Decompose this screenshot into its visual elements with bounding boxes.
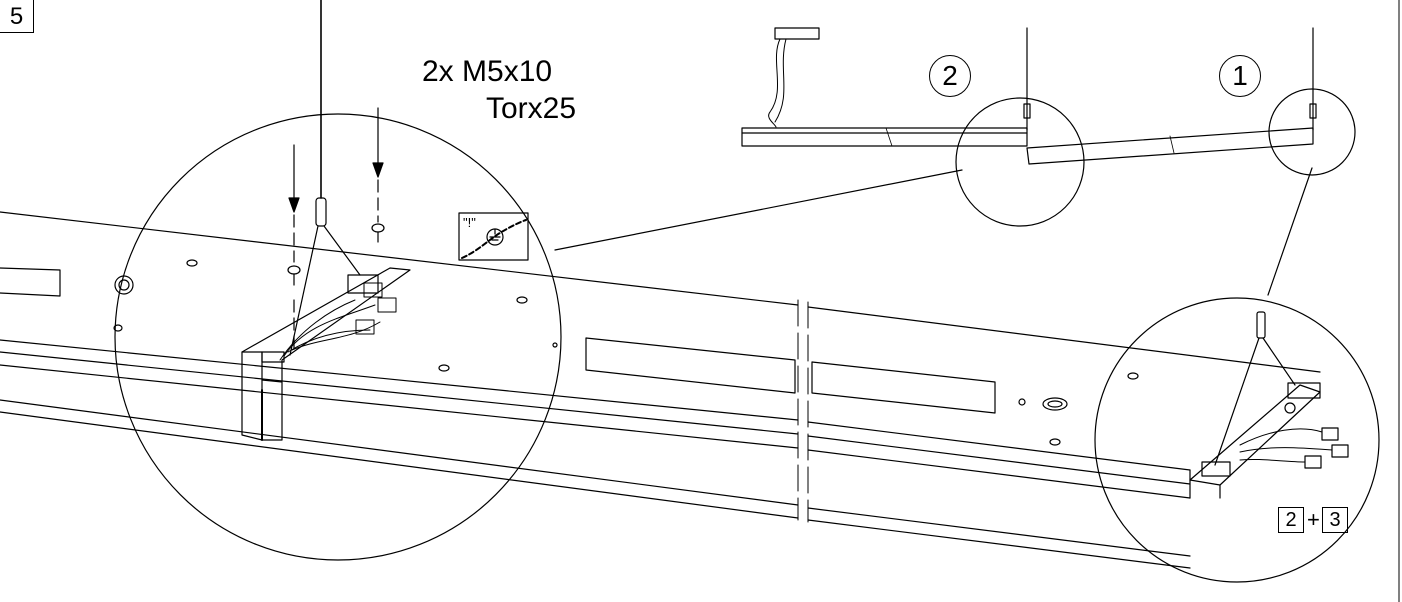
screws bbox=[287, 107, 385, 353]
ground-warning bbox=[458, 212, 529, 261]
top-cutouts bbox=[0, 267, 996, 414]
detail-circle-left bbox=[114, 113, 562, 561]
wiring bbox=[279, 282, 397, 361]
end-cap-detail bbox=[1127, 311, 1349, 499]
step-number: 5 bbox=[0, 0, 34, 33]
reference-box-3: 3 bbox=[1322, 507, 1348, 533]
detail-circle-right bbox=[1094, 297, 1380, 583]
leader-line-2 bbox=[554, 169, 963, 251]
mounting-holes bbox=[113, 259, 1068, 446]
warning-symbol-text: "!" bbox=[463, 215, 476, 230]
suspension-cable bbox=[289, 0, 361, 356]
callout-1: 1 bbox=[1219, 55, 1261, 97]
screw-tool-label: Torx25 bbox=[486, 92, 577, 125]
leader-line-1 bbox=[1267, 167, 1313, 296]
reference-box-2: 2 bbox=[1278, 507, 1304, 533]
luminaire-body bbox=[0, 211, 1321, 569]
overview-drawing bbox=[741, 27, 1356, 227]
screw-spec-label: 2x M5x10 bbox=[422, 55, 553, 88]
overview-circle-2 bbox=[955, 97, 1085, 227]
callout-1-number: 1 bbox=[1232, 60, 1248, 91]
callout-2-number: 2 bbox=[942, 60, 958, 91]
reference-plus: + bbox=[1307, 507, 1320, 532]
joint-connector bbox=[241, 267, 411, 441]
overview-circle-1 bbox=[1268, 88, 1356, 176]
callout-2: 2 bbox=[929, 55, 971, 97]
